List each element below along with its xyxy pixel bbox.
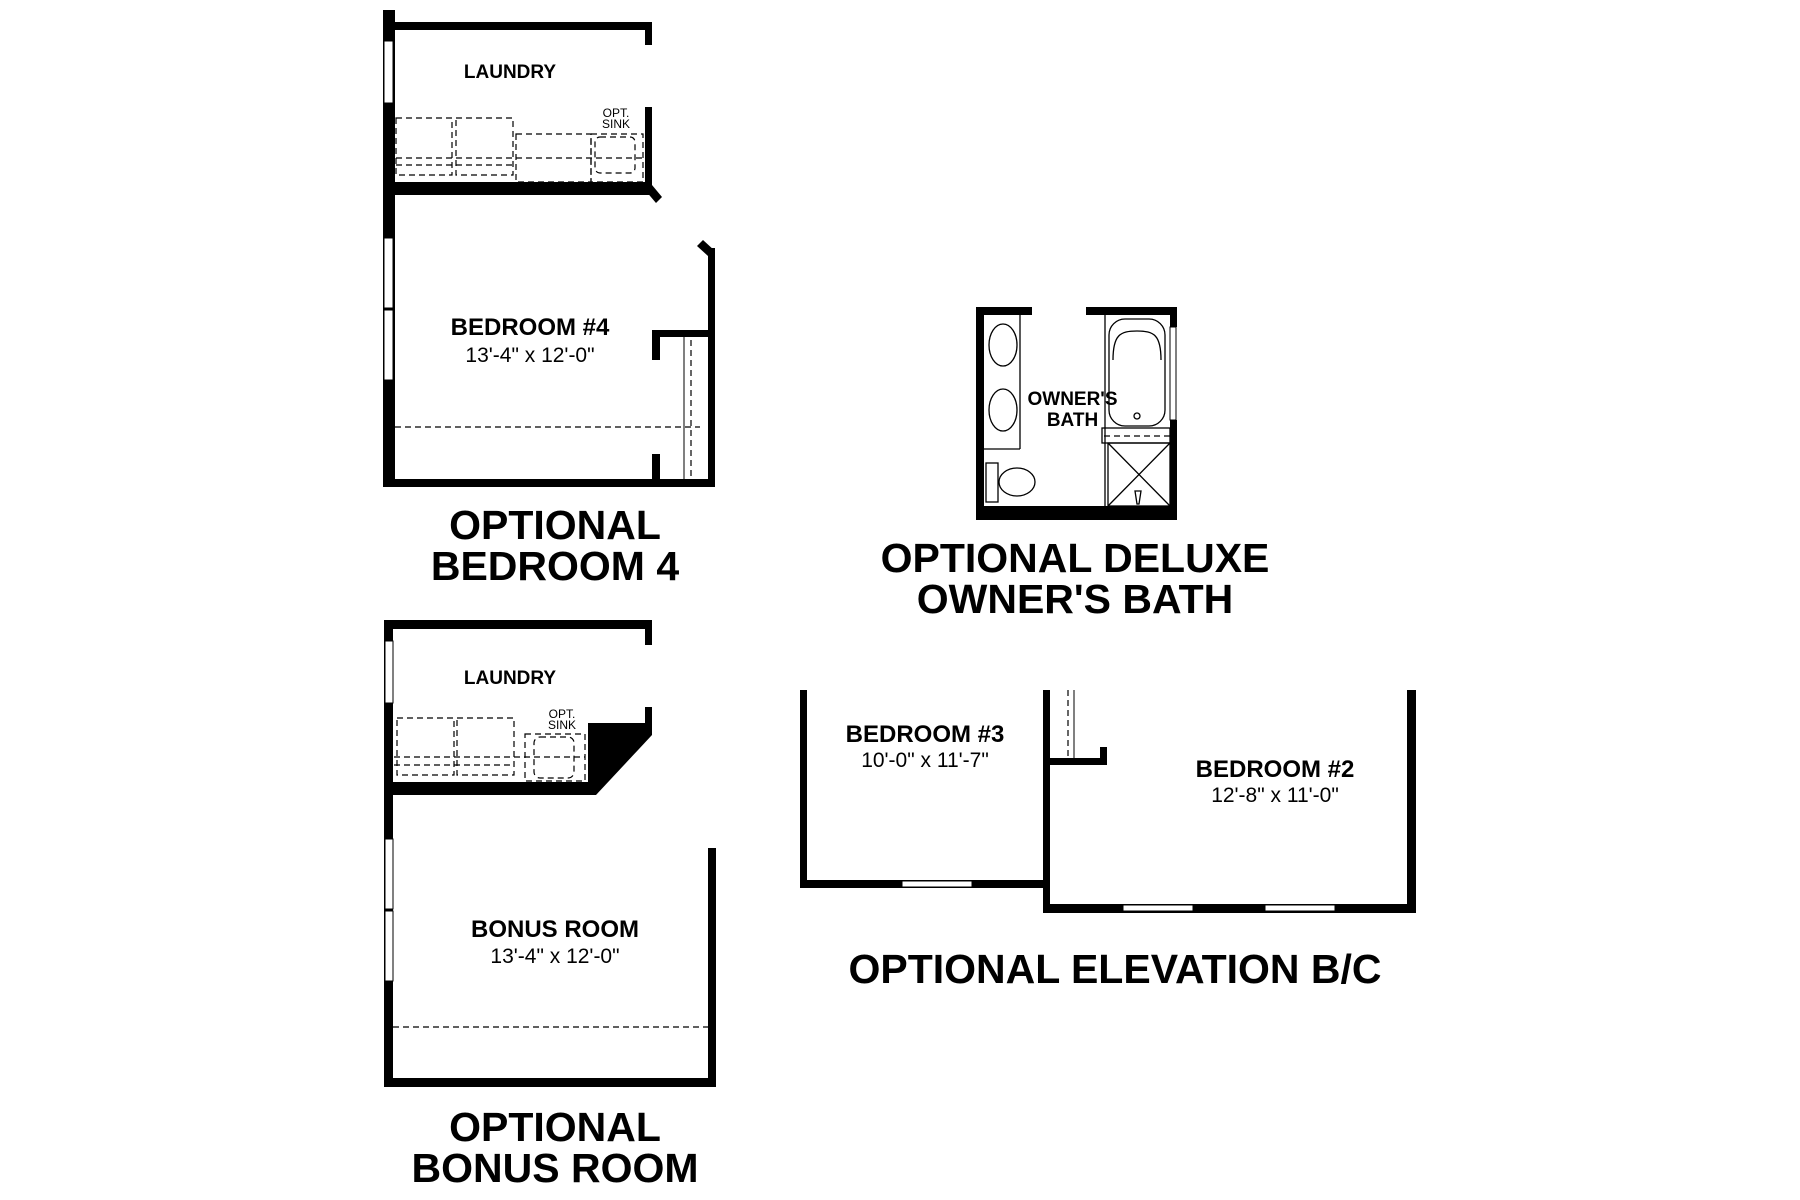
elevation-bc-plan-title: OPTIONAL ELEVATION B/C [848,946,1382,992]
owners-bath-label: OWNER'S BATH [1027,389,1118,431]
bedroom4-opt-sink-note: OPT. SINK [601,106,630,131]
bonus-laundry-label: LAUNDRY [463,668,557,689]
bedroom2-dimensions: 12'-8" x 11'-0" [1211,784,1339,807]
bedroom4-dimensions: 13'-4" x 12'-0" [465,344,595,367]
bedroom4-plan-title: OPTIONAL BEDROOM 4 [430,502,680,589]
bedroom4-laundry-label: LAUNDRY [463,62,557,83]
bonus-room-dimensions: 13'-4" x 12'-0" [490,945,620,968]
owners-bath-plan [976,307,1177,520]
bonus-opt-sink-note: OPT. SINK [547,707,576,732]
bonus-room-name: BONUS ROOM [471,916,639,943]
deluxe-bath-plan-title: OPTIONAL DELUXE OWNER'S BATH [880,535,1270,622]
bonus-room-plan-title: OPTIONAL BONUS ROOM [411,1104,699,1191]
bedroom3-name: BEDROOM #3 [845,721,1005,748]
bedroom4-name: BEDROOM #4 [450,314,610,341]
bedroom3-dimensions: 10'-0" x 11'-7" [861,749,989,772]
bedroom2-name: BEDROOM #2 [1195,756,1355,783]
bonus-room-plan [384,620,716,1087]
